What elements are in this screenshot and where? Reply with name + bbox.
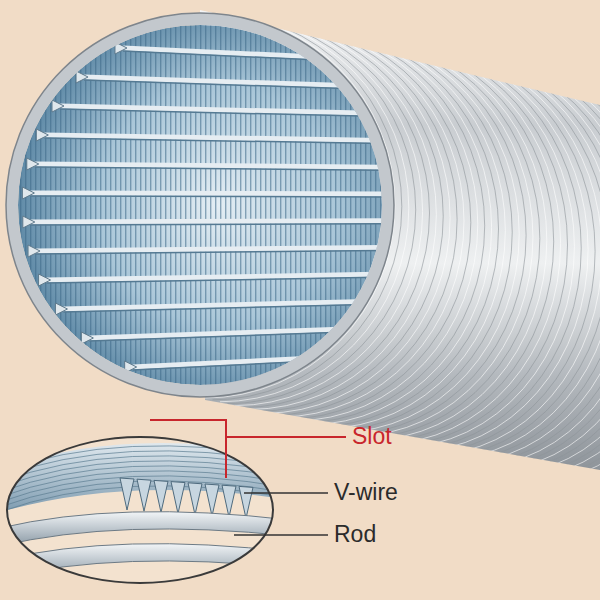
detail-outline — [7, 437, 273, 583]
rod-shadow — [89, 330, 395, 341]
wire-wrap — [573, 76, 600, 491]
wire-wrap — [535, 69, 600, 481]
interior-rod — [23, 216, 395, 228]
rod-bar — [30, 191, 395, 197]
rod-shadow — [31, 224, 395, 225]
rod-tip — [76, 71, 88, 83]
wire-wrap — [498, 63, 600, 472]
rod-shadow — [44, 138, 395, 144]
rod-bar — [44, 135, 395, 141]
rod-bar — [47, 274, 395, 280]
rod-leader — [234, 534, 328, 536]
rod-tip — [55, 303, 67, 315]
wire-wrap — [580, 77, 600, 493]
wire-wrap — [445, 54, 600, 459]
wire-wrap — [595, 80, 600, 497]
v-wire-profile — [188, 483, 202, 515]
rod-tip — [81, 332, 93, 344]
rod-tip — [27, 158, 39, 170]
rod-shadow — [123, 51, 395, 64]
rod-tip — [39, 274, 51, 286]
wire-wrap — [453, 55, 600, 461]
interior-rod — [36, 129, 395, 144]
wire-wrap — [543, 71, 600, 484]
slot-leader-arm — [226, 436, 346, 438]
rod-tip — [52, 100, 64, 112]
v-wire-profile — [222, 485, 236, 517]
interior-rod — [39, 274, 395, 286]
screen-rim — [12, 19, 388, 391]
rod-shadow — [35, 167, 395, 170]
wire-wrap — [475, 59, 600, 467]
rod-label: Rod — [334, 522, 376, 547]
wire-wrap — [588, 78, 600, 495]
rod-tip — [28, 245, 40, 257]
v-wire-profile — [171, 482, 185, 514]
v-wire-profile — [120, 478, 134, 510]
wire-line — [0, 451, 290, 477]
wire-wrap — [520, 67, 600, 478]
interior-rod — [115, 42, 395, 64]
rod-upper — [0, 512, 290, 546]
v-wire-profile — [205, 484, 219, 516]
rod-bar — [31, 221, 395, 222]
rod-bar — [123, 48, 395, 61]
wire-wrap — [550, 72, 600, 486]
wire-wrap — [490, 61, 600, 470]
interior-rod — [22, 187, 395, 199]
rod-shadow — [30, 195, 395, 197]
wire-wrap — [513, 65, 600, 476]
wire-wrap — [460, 56, 600, 462]
rim-edge — [6, 13, 394, 397]
detail-view — [0, 443, 290, 578]
wire-wrap — [438, 52, 600, 457]
rod-tip — [22, 187, 34, 199]
rod-tip — [36, 129, 48, 141]
v-wire-profile — [239, 486, 253, 518]
v-wire-profile — [154, 480, 168, 512]
rod-shadow — [63, 304, 395, 312]
rod-tip — [23, 216, 35, 228]
v-wire-profile — [137, 479, 151, 511]
vwire-leader — [244, 492, 328, 494]
rod-bar — [133, 354, 395, 367]
interior-rod — [52, 100, 395, 117]
wire-wrap — [505, 64, 600, 474]
v-wire-label: V-wire — [334, 480, 398, 505]
wire-wrap — [558, 73, 600, 487]
wire-wrap — [528, 68, 600, 480]
interior-rod — [55, 301, 395, 315]
wire-wrap — [565, 74, 600, 489]
interior-rod — [28, 245, 395, 257]
wire-wrap — [483, 60, 600, 468]
wire-wrap — [430, 51, 600, 455]
rod-shadow — [47, 277, 395, 283]
slot-leader — [150, 420, 226, 478]
rod-shadow — [36, 250, 395, 254]
rod-shadow — [60, 109, 395, 117]
interior-rod — [125, 354, 395, 373]
rod-shadow — [133, 357, 395, 370]
slot-label: Slot — [352, 424, 392, 449]
interior-rod — [27, 158, 395, 170]
wire-wrap — [468, 58, 600, 465]
